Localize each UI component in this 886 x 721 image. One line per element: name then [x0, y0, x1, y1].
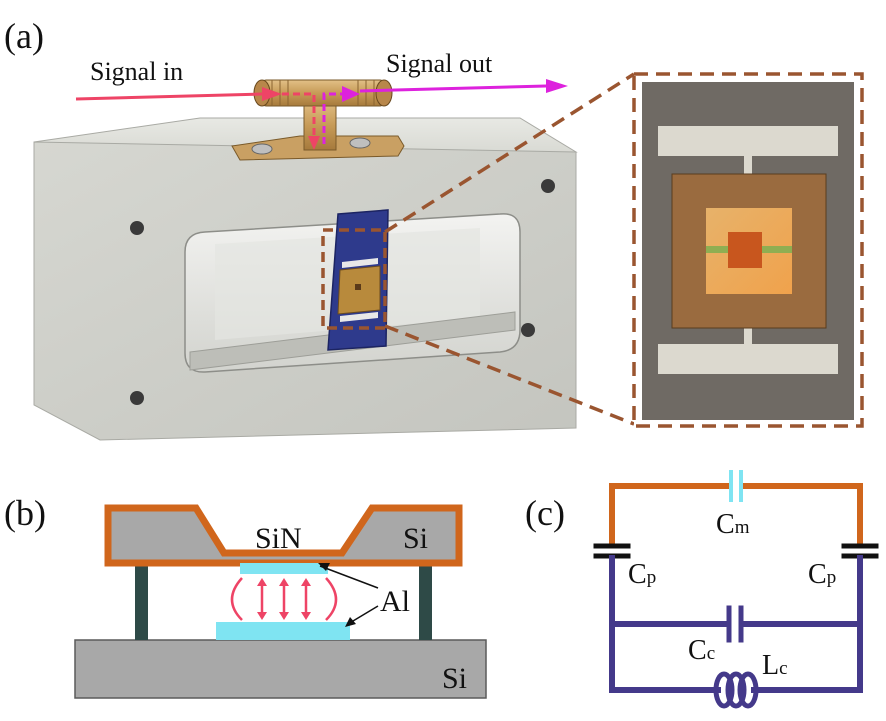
copper-box	[33, 117, 578, 441]
signal-out-arrowhead	[546, 79, 568, 93]
signal-in-arrow	[75, 92, 263, 101]
signal-out-arrow	[359, 84, 547, 93]
cp-left-label: Cp	[628, 559, 656, 590]
lc-label: Lc	[762, 650, 788, 681]
signal-in-label: Signal in	[90, 57, 183, 86]
panel-c-label: (c)	[525, 493, 565, 533]
support-post-right	[419, 563, 432, 640]
top-chip-frame	[104, 504, 463, 567]
chip-zoom-view	[632, 72, 864, 428]
panel-a-label: (a)	[4, 16, 44, 56]
zoom-line-bottom	[384, 324, 635, 426]
al-label: Al	[380, 585, 410, 618]
screw-hole	[130, 221, 144, 235]
signal-out-label: Signal out	[386, 49, 493, 78]
panel-b-label: (b)	[4, 493, 46, 533]
screw-hole	[130, 391, 144, 405]
support-post-left	[135, 563, 148, 640]
screw-hole	[521, 323, 535, 337]
top-si-label: Si	[403, 522, 428, 555]
cross-section	[74, 504, 487, 699]
cp-right-label: Cp	[808, 559, 836, 590]
cm-label: Cm	[716, 509, 750, 540]
signal-paths	[75, 79, 568, 150]
bottom-electrode	[216, 622, 350, 640]
sin-label: SiN	[255, 522, 302, 555]
chip-holder	[327, 209, 389, 351]
bottom-substrate	[74, 639, 487, 699]
screw-hole	[541, 179, 555, 193]
signal-in-arrowhead	[262, 87, 282, 101]
cc-label: Cc	[688, 635, 715, 666]
chip-electrode	[728, 232, 762, 268]
equivalent-circuit	[593, 470, 879, 709]
lc-inductor	[713, 671, 759, 709]
field-lines	[230, 577, 338, 621]
top-electrode	[240, 563, 328, 574]
bottom-si-label: Si	[442, 662, 467, 695]
zoom-line-top	[384, 72, 635, 234]
